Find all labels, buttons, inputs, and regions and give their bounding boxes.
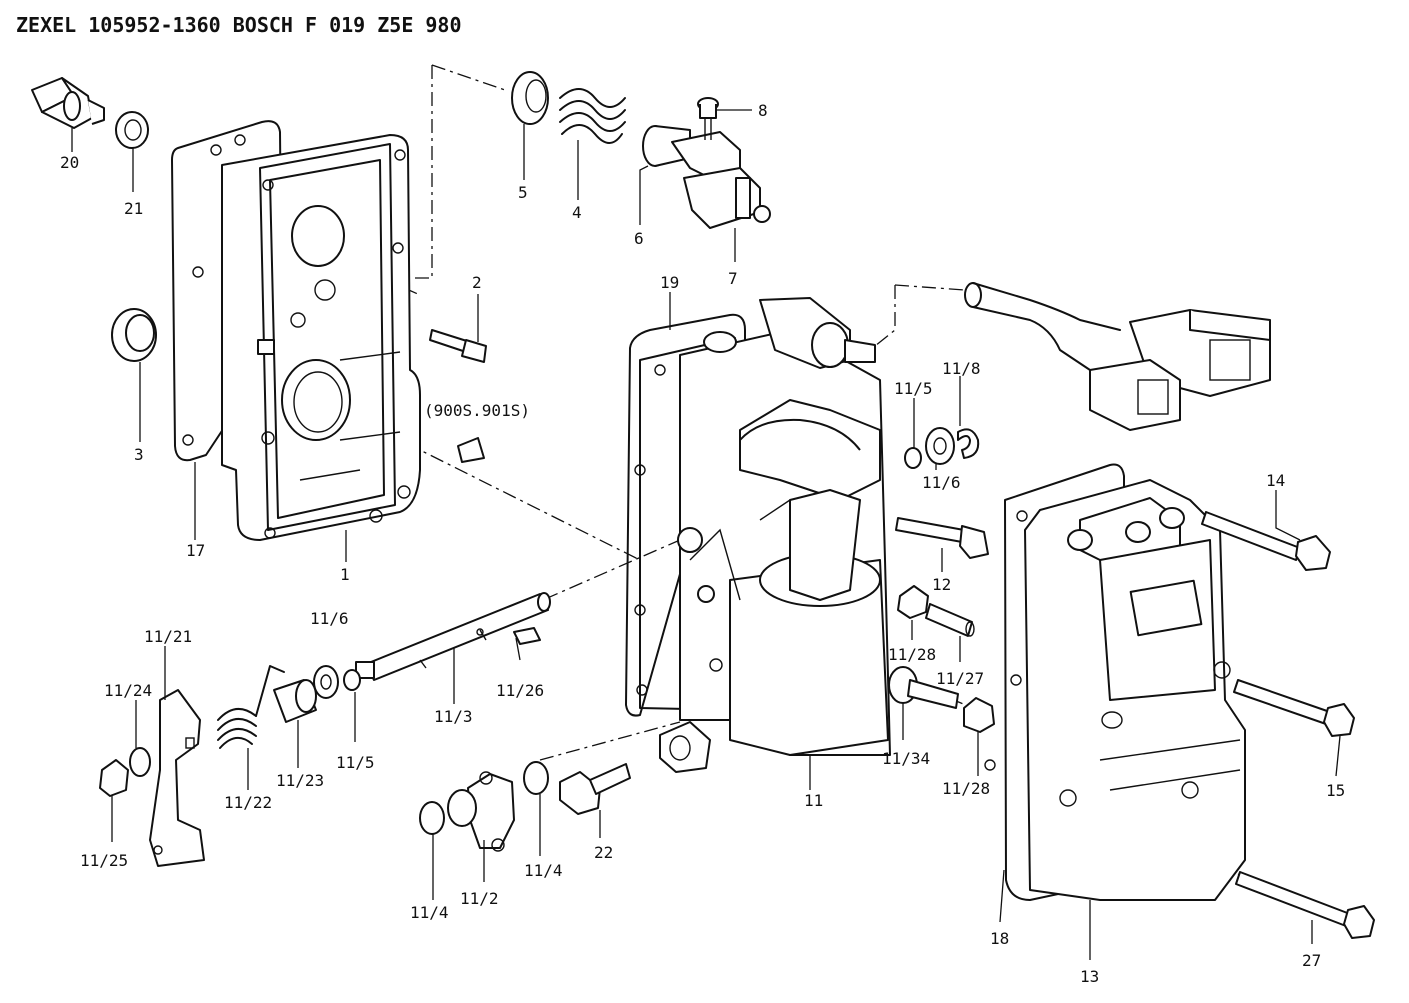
callout-11-8: 11/8 [942, 359, 981, 378]
part-11-34-stud [888, 666, 959, 709]
part-3-seal [111, 308, 157, 362]
callout-11-28-top: 11/28 [888, 645, 936, 664]
callout-3: 3 [134, 445, 144, 464]
callout-14: 14 [1266, 471, 1285, 490]
callout-13: 13 [1080, 967, 1099, 986]
callout-4: 4 [572, 203, 582, 222]
callout-11-24: 11/24 [104, 681, 152, 700]
part-11-4-washer-right [523, 761, 549, 795]
callout-11-34: 11/34 [882, 749, 930, 768]
part-14-bolt [1201, 511, 1331, 571]
callout-labels: 20 21 5 4 6 7 8 2 3 17 1 19 (900S.901S) … [60, 101, 1345, 986]
callout-5: 5 [518, 183, 528, 202]
callout-11-27: 11/27 [936, 669, 984, 688]
callout-21: 21 [124, 199, 143, 218]
part-20-plug [31, 77, 105, 129]
callout-7: 7 [728, 269, 738, 288]
part-11-5-oring-top [904, 447, 922, 469]
part-22-bolt [559, 763, 631, 815]
part-11-21-lever [149, 689, 205, 867]
part-5-retainer [511, 71, 549, 125]
callout-22: 22 [594, 843, 613, 862]
part-1-housing [221, 134, 421, 541]
callout-11-23: 11/23 [276, 771, 324, 790]
part-11-25-nut [99, 759, 129, 797]
wire-harness-connector [964, 282, 1271, 431]
part-8-screw [697, 97, 719, 140]
key [457, 437, 485, 463]
part-11-4-washer-left [419, 801, 445, 835]
part-11-actuator [659, 297, 891, 773]
part-11-3-shaft [355, 592, 551, 681]
callout-2: 2 [472, 273, 482, 292]
callout-18: 18 [990, 929, 1009, 948]
callout-11-5-bottom: 11/5 [336, 753, 375, 772]
callout-17: 17 [186, 541, 205, 560]
note-900s-901s: (900S.901S) [424, 401, 530, 420]
part-11-26-pin [476, 627, 541, 645]
callout-12: 12 [932, 575, 951, 594]
part-4-spring [559, 88, 626, 144]
callout-11-21: 11/21 [144, 627, 192, 646]
callout-11-28-bottom: 11/28 [942, 779, 990, 798]
diagram-header-title: ZEXEL 105952-1360 BOSCH F 019 Z5E 980 [16, 13, 462, 37]
part-13-cover [1024, 479, 1246, 901]
callout-11-6-left: 11/6 [310, 609, 349, 628]
callout-11: 11 [804, 791, 823, 810]
part-17-gasket [171, 120, 283, 462]
callout-11-5-top: 11/5 [894, 379, 933, 398]
callout-11-26: 11/26 [496, 681, 544, 700]
callout-27: 27 [1302, 951, 1321, 970]
part-11-27-stud [925, 603, 975, 637]
callout-11-4-left: 11/4 [410, 903, 449, 922]
part-11-23-collar [273, 679, 317, 723]
part-2-bolt [429, 329, 487, 363]
part-11-24-washer [129, 747, 151, 777]
callout-1: 1 [340, 565, 350, 584]
leader-lines [71, 109, 1341, 960]
part-6-stopper-bracket [642, 125, 771, 229]
part-11-28-nut-top [897, 585, 929, 619]
callout-8: 8 [758, 101, 768, 120]
part-11-6-washer-left [313, 665, 339, 699]
part-12-bolt [895, 517, 989, 559]
callout-11-3: 11/3 [434, 707, 473, 726]
part-11-22-spring [217, 665, 285, 749]
callout-6: 6 [634, 229, 644, 248]
callout-19: 19 [660, 273, 679, 292]
part-21-washer [115, 111, 149, 149]
part-11-8-circlip [957, 428, 980, 459]
callout-15: 15 [1326, 781, 1345, 800]
callout-11-6-right: 11/6 [922, 473, 961, 492]
part-11-2-lever [447, 771, 515, 852]
part-11-5-oring-bottom [343, 669, 361, 691]
part-11-28-nut-bottom [963, 697, 995, 733]
part-27-bolt [1235, 871, 1375, 939]
part-15-bolt [1233, 679, 1355, 737]
callout-11-4-right: 11/4 [524, 861, 563, 880]
callout-11-2: 11/2 [460, 889, 499, 908]
part-11-6-washer-right [925, 427, 955, 465]
callout-11-25: 11/25 [80, 851, 128, 870]
callout-11-22: 11/22 [224, 793, 272, 812]
callout-20: 20 [60, 153, 79, 172]
